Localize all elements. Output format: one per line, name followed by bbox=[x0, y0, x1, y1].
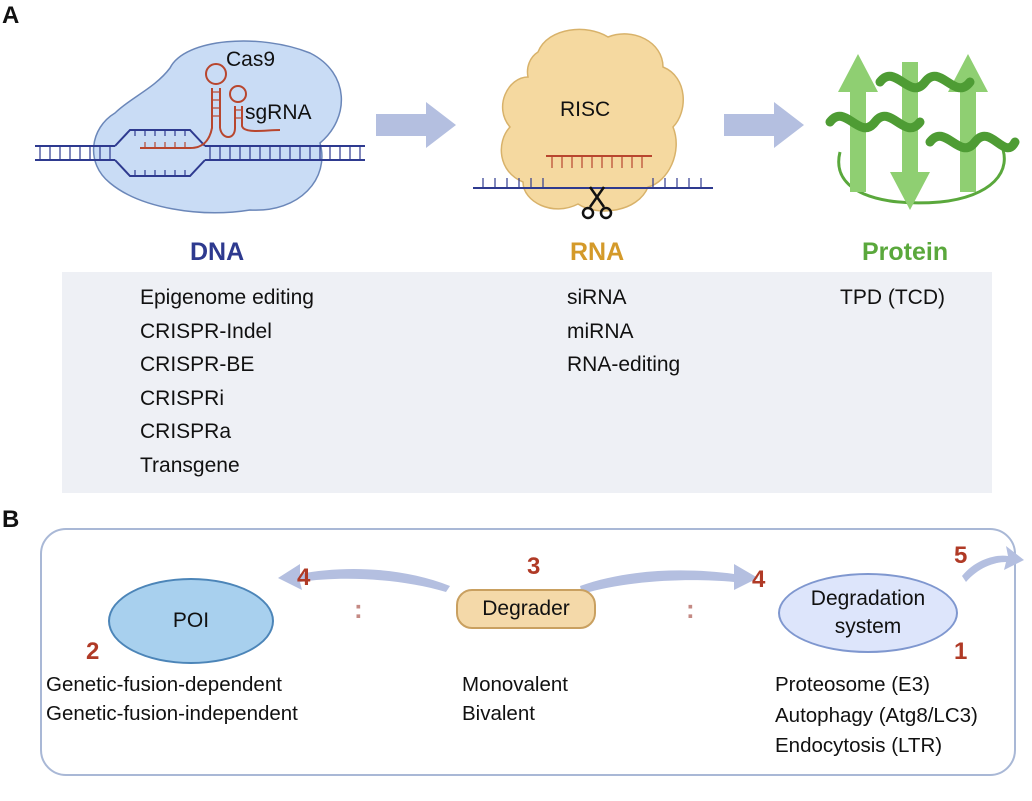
degradation-system-ellipse: Degradation system bbox=[778, 573, 958, 653]
degrader-pill: Degrader bbox=[456, 589, 596, 629]
panel-a-label: A bbox=[2, 2, 20, 29]
dna-double-strand bbox=[35, 129, 365, 177]
degrader-list: Monovalent Bivalent bbox=[462, 670, 568, 728]
degradation-system-label-line2: system bbox=[834, 615, 902, 638]
dna-base-pairs bbox=[39, 130, 361, 176]
list-item: TPD (TCD) bbox=[840, 286, 945, 309]
poi-ellipse: POI bbox=[108, 578, 274, 664]
modality-list-box bbox=[62, 272, 992, 493]
risc-label: RISC bbox=[560, 98, 611, 121]
heading-dna: DNA bbox=[190, 238, 245, 266]
number-5: 5 bbox=[954, 542, 968, 569]
scissors-icon bbox=[581, 186, 613, 220]
arrow-degrader-to-poi bbox=[278, 564, 450, 592]
list-item: CRISPRi bbox=[140, 386, 225, 410]
list-item: siRNA bbox=[567, 286, 627, 309]
list-item: Endocytosis (LTR) bbox=[775, 734, 943, 757]
number-3: 3 bbox=[527, 553, 541, 580]
arrow-dna-to-rna bbox=[376, 102, 456, 148]
list-item: CRISPRa bbox=[140, 420, 232, 443]
degradation-system-list: Proteosome (E3) Autophagy (Atg8/LC3) End… bbox=[775, 670, 978, 762]
number-4-right: 4 bbox=[752, 566, 766, 593]
panel-b-label: B bbox=[2, 506, 20, 533]
sgrna-pairs bbox=[144, 91, 242, 148]
list-item: Monovalent bbox=[462, 673, 568, 696]
heading-protein: Protein bbox=[862, 238, 949, 266]
separator-right: : bbox=[686, 594, 695, 624]
list-item: Autophagy (Atg8/LC3) bbox=[775, 703, 978, 727]
number-1: 1 bbox=[954, 638, 968, 665]
sgrna-strand bbox=[140, 63, 281, 149]
list-item: CRISPR-BE bbox=[140, 353, 255, 376]
sgrna-label: sgRNA bbox=[245, 101, 312, 124]
protein-modality-list: TPD (TCD) bbox=[840, 281, 945, 315]
list-item: miRNA bbox=[567, 319, 634, 343]
cas9-label: Cas9 bbox=[226, 48, 276, 71]
arrow-exit bbox=[962, 546, 1024, 582]
list-item: CRISPR-Indel bbox=[140, 319, 272, 343]
heading-rna: RNA bbox=[570, 238, 625, 266]
number-4-left: 4 bbox=[297, 564, 311, 591]
list-item: Epigenome editing bbox=[140, 286, 314, 309]
separator-left: : bbox=[354, 594, 363, 624]
cas9-dna-illustration bbox=[35, 40, 365, 214]
list-item: Proteosome (E3) bbox=[775, 673, 930, 696]
risc-rna-illustration bbox=[473, 28, 713, 220]
protein-illustration bbox=[825, 54, 1020, 210]
cas9-protein-shape bbox=[93, 40, 342, 214]
degrader-label: Degrader bbox=[482, 597, 570, 620]
degrader-components-box bbox=[40, 528, 1016, 776]
list-item: Genetic-fusion-dependent bbox=[46, 673, 282, 696]
list-item: RNA-editing bbox=[567, 353, 681, 376]
poi-label: POI bbox=[172, 609, 210, 632]
risc-complex-shape bbox=[500, 28, 684, 212]
degradation-system-label-line1: Degradation bbox=[810, 587, 926, 610]
poi-list: Genetic-fusion-dependent Genetic-fusion-… bbox=[46, 670, 298, 728]
number-2: 2 bbox=[86, 638, 100, 665]
rna-modality-list: siRNA miRNA RNA-editing bbox=[567, 281, 680, 382]
curved-arrows bbox=[278, 546, 1024, 594]
arrow-degrader-to-degradation-system bbox=[580, 564, 758, 594]
list-item: Genetic-fusion-independent bbox=[46, 702, 298, 725]
list-item: Bivalent bbox=[462, 702, 535, 725]
arrow-rna-to-protein bbox=[724, 102, 804, 148]
list-item: Transgene bbox=[140, 453, 240, 477]
dna-modality-list: Epigenome editing CRISPR-Indel CRISPR-BE… bbox=[140, 281, 314, 482]
